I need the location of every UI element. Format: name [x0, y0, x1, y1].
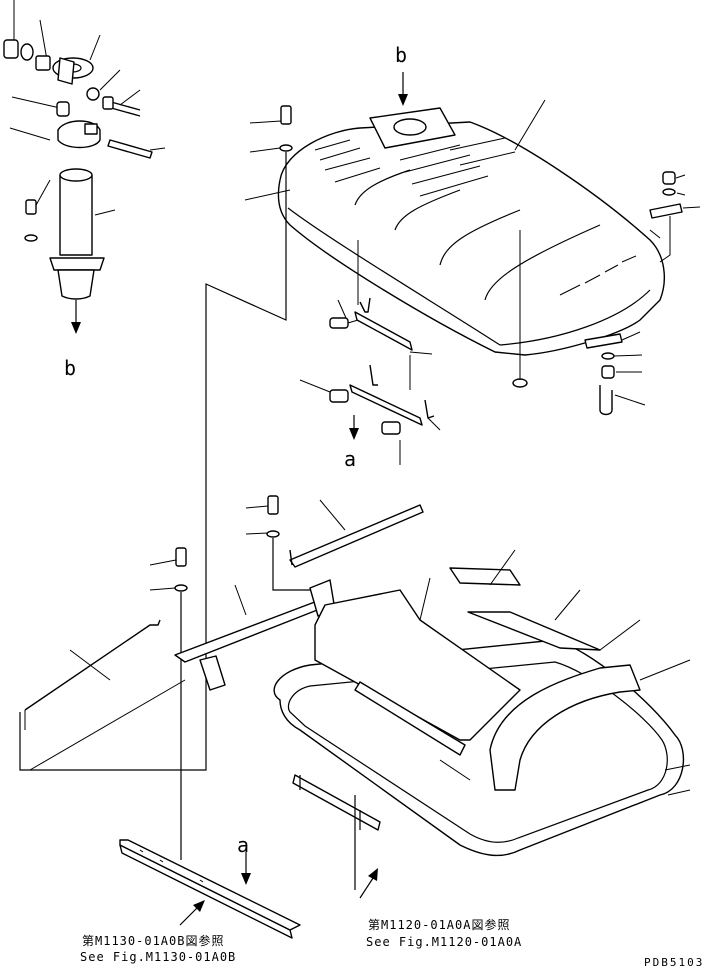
reference-right-en: See Fig.M1120-01A0A: [366, 935, 522, 949]
marker-b-bottom: b: [64, 356, 76, 380]
marker-a-mid: a: [344, 447, 356, 471]
spacer-part: [35, 55, 51, 71]
base-channel: [119, 839, 378, 939]
washer-part: [20, 43, 34, 61]
drawing-code: PDB5103: [644, 956, 704, 969]
bolt-part: [102, 96, 114, 110]
curved-duct: [489, 664, 641, 791]
nut-part: [3, 39, 19, 59]
tank-fasteners-left: [19, 105, 293, 771]
tank-assembly: b: [277, 43, 665, 388]
long-bolt-part: [107, 139, 153, 159]
marker-a-bottom: a: [237, 833, 249, 857]
frame-and-covers: [273, 549, 691, 890]
exhaust-pipe-part: [59, 175, 93, 256]
reference-left-jp: 第M1130-01A0B図参照: [82, 933, 224, 948]
tank-body: [277, 121, 665, 356]
mounting-brackets: [24, 495, 424, 860]
tank-fasteners-right: [584, 171, 701, 416]
reference-left-en: See Fig.M1130-01A0B: [80, 950, 236, 964]
filler-cap: [393, 118, 427, 136]
exhaust-pipe-assembly: [3, 0, 166, 334]
reference-right-jp: 第M1120-01A0A図参照: [368, 917, 510, 932]
tank-support-brackets: [299, 240, 441, 465]
marker-b-top: b: [395, 43, 407, 67]
